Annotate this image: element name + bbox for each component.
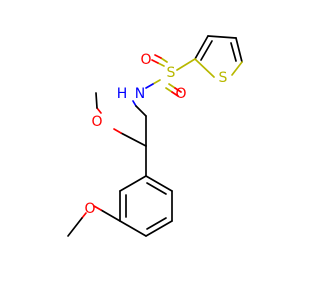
bond-n-ch2 bbox=[135, 105, 147, 117]
methoxy-o-side-label: O bbox=[91, 114, 102, 130]
atom-label-layer: S O O N H S O O bbox=[84, 52, 227, 217]
amide-h-label: H bbox=[117, 86, 128, 102]
bond-sulfonyl-s-o-top-b bbox=[160, 57, 168, 63]
bond-sulfonyl-s-o-top-a-o bbox=[151, 59, 159, 64]
bond-ch-o-side bbox=[120, 132, 147, 147]
bond-ring-c3-c4 bbox=[119, 220, 147, 237]
bond-ring-c6-c1-inner bbox=[146, 182, 167, 195]
molecule-structure-drawing: S O O N H S O O bbox=[67, 35, 243, 237]
bond-n-ch2-n bbox=[132, 100, 137, 107]
sulfonyl-o-bottom-label: O bbox=[175, 86, 186, 102]
sulfonyl-o-top-label: O bbox=[140, 52, 151, 68]
bond-sulfonyl-s-o-top-b-o bbox=[154, 54, 162, 59]
bond-sulfonyl-s-n-n bbox=[145, 83, 154, 89]
thiophene-s-label: S bbox=[219, 70, 228, 86]
bond-ring-c3-o-o bbox=[93, 205, 102, 211]
bond-ring-c4-c5 bbox=[145, 220, 173, 237]
methoxy-o-ring-label: O bbox=[84, 201, 95, 217]
bond-layer bbox=[67, 35, 243, 237]
bond-ring-c3-o bbox=[100, 209, 121, 222]
bond-ring-c1-c2 bbox=[119, 175, 147, 192]
bond-o-side-methyl bbox=[95, 92, 98, 109]
bond-thiophene-c4-c5-inner bbox=[230, 42, 237, 62]
sulfonyl-s-label: S bbox=[167, 65, 176, 81]
bond-sulfonyl-s-n-s bbox=[152, 79, 161, 85]
bond-ring-c4-c5-inner bbox=[146, 217, 167, 230]
bond-ch-o-side-o bbox=[113, 128, 122, 134]
bond-thiophene-s-c2 bbox=[194, 58, 215, 78]
amide-n-label: N bbox=[135, 86, 145, 102]
bond-sulfonyl-s-o-bottom-b-o bbox=[171, 91, 179, 97]
bond-thiophene-c5-s bbox=[231, 61, 243, 76]
bond-ring-c6-c1 bbox=[145, 175, 173, 192]
bond-thiophene-c2-c3 bbox=[194, 35, 209, 60]
bond-sulfonyl-s-o-top-a bbox=[157, 62, 165, 67]
bond-thiophene-c4-c5 bbox=[235, 37, 243, 63]
bond-sulfonyl-s-o-bottom-a bbox=[168, 83, 176, 89]
bond-ring-o-methyl bbox=[67, 217, 83, 237]
bond-thiophene-c3-c4 bbox=[207, 35, 237, 39]
bond-ring-o-methyl-o bbox=[81, 212, 87, 219]
bond-thiophene-c2-c3-inner bbox=[200, 40, 213, 61]
bond-sulfonyl-s-o-bottom-b bbox=[165, 87, 173, 93]
bond-thiophene-c2-sulfonyl-s bbox=[176, 58, 196, 71]
bond-o-side-methyl-o bbox=[96, 107, 102, 114]
bond-sulfonyl-s-o-bottom-a-o bbox=[174, 87, 182, 93]
